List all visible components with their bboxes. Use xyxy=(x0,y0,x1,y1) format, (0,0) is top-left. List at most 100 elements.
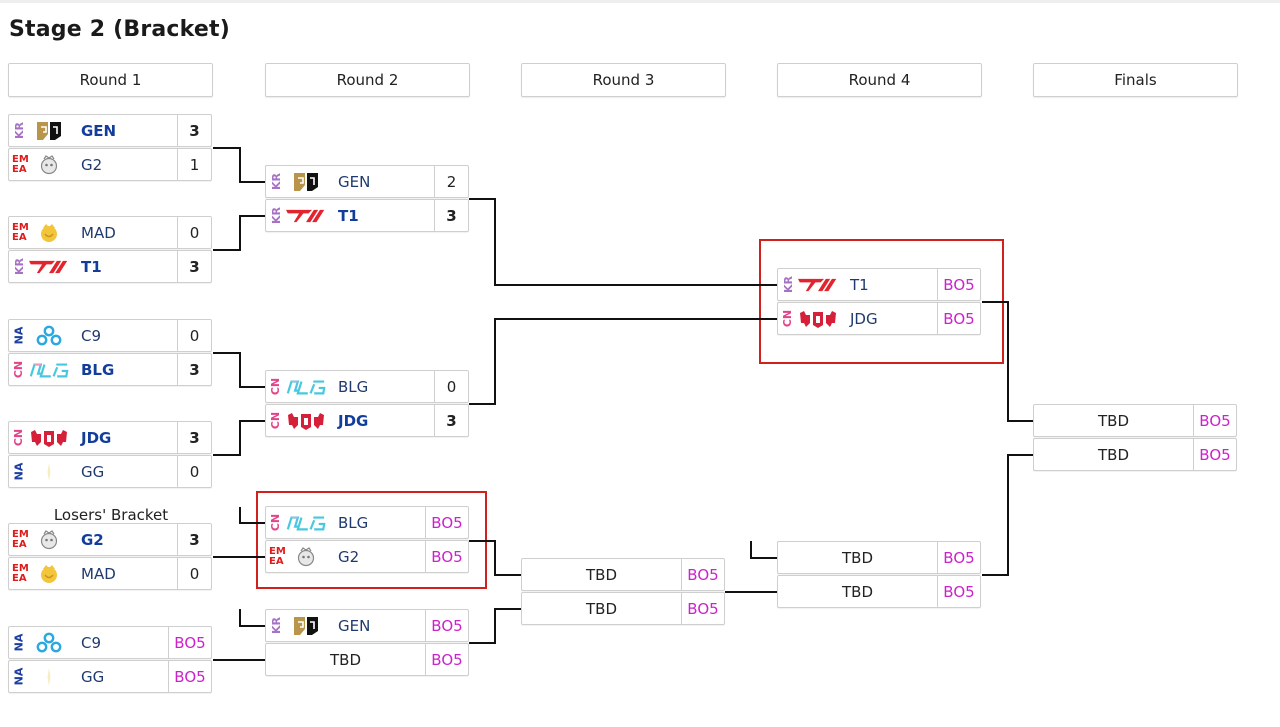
region-label: CN xyxy=(12,360,26,379)
team-score: 3 xyxy=(177,354,211,385)
team-name[interactable]: TBD xyxy=(585,599,617,618)
team-name[interactable]: TBD xyxy=(1097,411,1129,430)
team-name[interactable]: MAD xyxy=(81,564,116,583)
region-label: KR xyxy=(269,617,283,634)
team-name[interactable]: T1 xyxy=(338,206,359,225)
team-name[interactable]: JDG xyxy=(81,428,112,447)
region-label-bottom: EA xyxy=(269,555,284,567)
g2-logo-icon xyxy=(29,524,69,555)
region-tag: CN xyxy=(266,507,286,538)
team-name[interactable]: T1 xyxy=(81,257,102,276)
round-header-4: Round 4 xyxy=(777,63,982,97)
team-row[interactable]: TBD BO5 xyxy=(265,643,469,676)
team-name[interactable]: TBD xyxy=(1097,445,1129,464)
region-label: NA xyxy=(12,633,26,652)
jdg-logo-icon xyxy=(29,422,69,453)
region-label: CN xyxy=(269,411,283,430)
connector-r2lb2-r3 xyxy=(469,608,521,644)
match-format: BO5 xyxy=(168,661,211,692)
jdg-logo-icon xyxy=(286,405,326,436)
team-name[interactable]: GG xyxy=(81,667,105,686)
region-tag: CN xyxy=(9,354,29,385)
team-name[interactable]: GEN xyxy=(338,616,371,635)
blg-logo-icon xyxy=(286,507,326,538)
gg-logo-icon xyxy=(29,456,69,487)
region-label: KR xyxy=(269,173,283,190)
team-row[interactable]: KR GEN BO5 xyxy=(265,609,469,642)
team-score: 3 xyxy=(434,405,468,436)
team-row[interactable]: CN JDG 3 xyxy=(265,404,469,437)
match-format: BO5 xyxy=(425,610,468,641)
team-name[interactable]: BLG xyxy=(81,360,115,379)
connector-drop-r4lower xyxy=(750,541,777,559)
match-format: BO5 xyxy=(937,542,980,573)
team-score: 3 xyxy=(177,422,211,453)
mad-logo-icon xyxy=(29,217,69,248)
team-name[interactable]: JDG xyxy=(850,309,878,328)
team-name[interactable]: GEN xyxy=(338,172,371,191)
team-name[interactable]: G2 xyxy=(81,530,104,549)
team-name[interactable]: MAD xyxy=(81,223,116,242)
team-name[interactable]: TBD xyxy=(841,582,873,601)
team-name[interactable]: C9 xyxy=(81,326,102,345)
region-label-top: EM xyxy=(12,528,29,540)
team-score: 0 xyxy=(177,456,211,487)
team-row[interactable]: NA GG BO5 xyxy=(8,660,212,693)
team-name[interactable]: TBD xyxy=(329,650,361,669)
team-name[interactable]: BLG xyxy=(338,377,369,396)
team-name[interactable]: GG xyxy=(81,462,105,481)
round-header-1: Round 1 xyxy=(8,63,213,97)
region-label: NA xyxy=(12,667,26,686)
connector-drop-r2lb1 xyxy=(239,507,265,524)
team-row[interactable]: TBD BO5 xyxy=(521,558,725,591)
team-row[interactable]: TBD BO5 xyxy=(777,541,981,574)
region-tag: KR xyxy=(266,610,286,641)
team-name[interactable]: G2 xyxy=(338,547,360,566)
region-tag: KR xyxy=(9,251,29,282)
team-name[interactable]: TBD xyxy=(585,565,617,584)
team-row[interactable]: CN BLG 3 xyxy=(8,353,212,386)
team-name[interactable]: JDG xyxy=(338,411,369,430)
team-name[interactable]: TBD xyxy=(841,548,873,567)
connector-drop-r2lb2 xyxy=(239,609,265,627)
team-name[interactable]: C9 xyxy=(81,633,102,652)
team-name[interactable]: BLG xyxy=(338,513,369,532)
c9-logo-icon xyxy=(29,320,69,351)
team-score: 0 xyxy=(177,558,211,589)
region-label: KR xyxy=(781,276,795,293)
team-name[interactable]: G2 xyxy=(81,155,103,174)
match-format: BO5 xyxy=(425,644,468,675)
team-name[interactable]: GEN xyxy=(81,121,117,140)
match-format: BO5 xyxy=(681,559,724,590)
team-name[interactable]: T1 xyxy=(850,275,869,294)
